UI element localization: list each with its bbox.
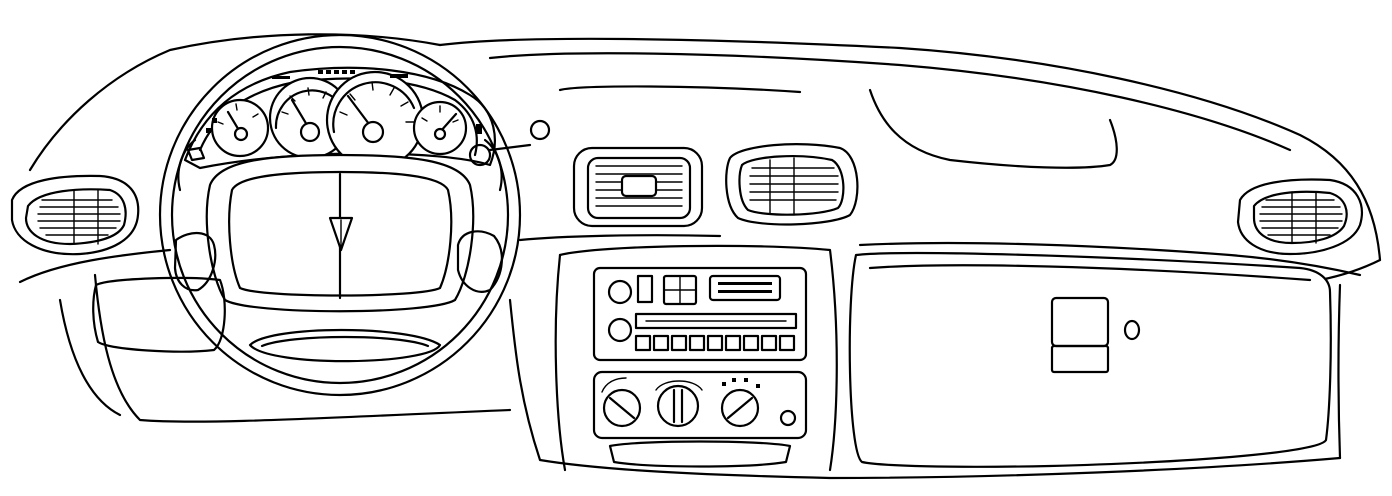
right-cluster-switch[interactable] [468,119,551,167]
center-stack [554,244,838,472]
dash-shell [18,33,1382,480]
instrument-cluster [183,66,496,170]
ac-button[interactable] [779,409,797,427]
center-right-air-vent[interactable] [725,143,859,226]
radio-tune-knob[interactable] [607,317,633,343]
radio-unit[interactable] [592,266,808,362]
left-air-vent[interactable] [10,174,140,256]
fuel-gauge [210,98,270,158]
lower-storage-pocket[interactable] [608,440,792,468]
steering-wheel[interactable] [158,33,522,397]
climate-control-panel [592,370,808,440]
radio-volume-knob[interactable] [607,279,633,305]
glove-box-lock[interactable] [1123,319,1141,341]
speedometer-gauge [325,70,425,170]
center-left-air-vent[interactable] [572,146,704,228]
temperature-knob[interactable] [655,380,703,428]
air-mode-knob[interactable] [720,378,760,428]
cassette-slot[interactable] [634,312,798,330]
right-air-vent[interactable] [1236,178,1363,256]
radio-preset-buttons[interactable] [634,334,796,352]
glove-box[interactable] [848,251,1332,468]
glove-box-latch[interactable] [1050,296,1110,374]
fan-speed-knob[interactable] [601,377,642,428]
left-lower-trim [92,276,226,353]
temperature-gauge [412,100,468,156]
warning-indicators [206,70,482,134]
radio-display [708,274,782,302]
